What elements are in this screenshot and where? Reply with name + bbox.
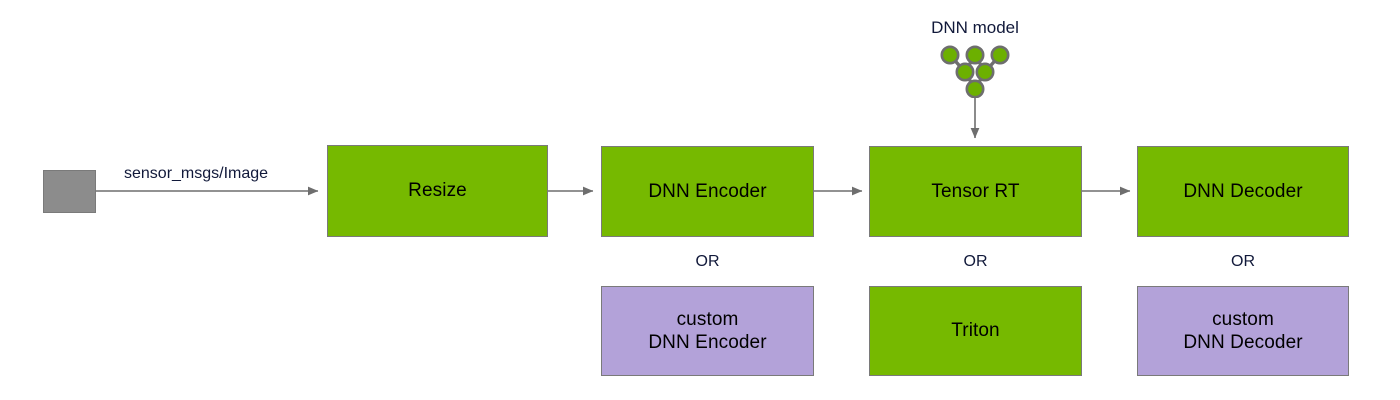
pipeline-node-dnn-encoder[interactable]: DNN Encoder — [601, 146, 814, 237]
pipeline-node-tensor-rt-label: Tensor RT — [931, 180, 1020, 202]
alternative-node-triton-label: Triton — [951, 320, 1000, 342]
or-label-encoder: OR — [695, 253, 720, 270]
pipeline-node-dnn-decoder[interactable]: DNN Decoder — [1137, 146, 1349, 237]
alternative-node-custom-dnn-decoder-label: custom DNN Decoder — [1183, 308, 1303, 353]
pipeline-node-dnn-decoder-label: DNN Decoder — [1183, 180, 1303, 202]
source-sensor-node[interactable] — [43, 170, 96, 213]
alternative-node-triton[interactable]: Triton — [869, 286, 1082, 376]
pipeline-node-dnn-encoder-label: DNN Encoder — [648, 180, 767, 202]
neural-network-icon — [940, 45, 1010, 98]
alternative-node-custom-dnn-encoder[interactable]: custom DNN Encoder — [601, 286, 814, 376]
pipeline-node-resize[interactable]: Resize — [327, 145, 548, 237]
alternative-node-custom-dnn-decoder[interactable]: custom DNN Decoder — [1137, 286, 1349, 376]
or-label-tensorrt: OR — [963, 253, 988, 270]
pipeline-node-tensor-rt[interactable]: Tensor RT — [869, 146, 1082, 237]
alternative-node-custom-dnn-encoder-label: custom DNN Encoder — [648, 308, 767, 353]
edge-label-sensor-msgs-image: sensor_msgs/Image — [124, 165, 269, 182]
or-label-decoder: OR — [1231, 253, 1255, 270]
dnn-model-title: DNN model — [931, 18, 1019, 37]
pipeline-node-resize-label: Resize — [408, 180, 467, 202]
